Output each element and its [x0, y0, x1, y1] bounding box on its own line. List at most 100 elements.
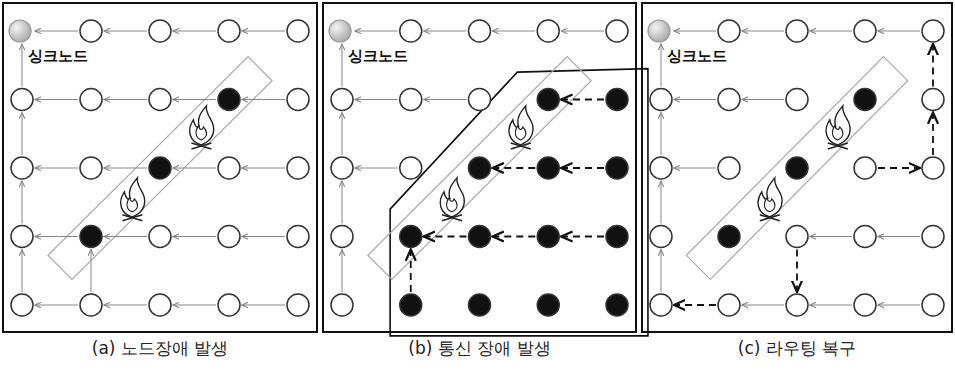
sensor-panel-drawing — [11, 20, 309, 316]
route-arrow — [424, 99, 467, 100]
sensor-node — [606, 157, 628, 179]
route-arrow — [242, 31, 285, 32]
route-arrow — [104, 236, 147, 237]
route-arrow — [342, 181, 343, 224]
route-arrow — [674, 168, 716, 169]
failure-region — [390, 69, 648, 336]
sensor-node — [287, 294, 309, 316]
route-arrow — [35, 305, 78, 306]
sensor-node — [287, 157, 309, 179]
sensor-node — [537, 294, 559, 316]
panel-caption: (a) 노드장애 발생 — [4, 337, 316, 360]
fire-icon — [190, 106, 214, 149]
sensor-node — [80, 294, 102, 316]
sensor-node — [11, 89, 33, 111]
route-arrow — [104, 31, 147, 32]
sink-label: 싱크노드 — [667, 47, 727, 66]
sensor-node — [400, 226, 422, 248]
sensor-node — [331, 226, 353, 248]
route-arrow — [22, 113, 23, 156]
route-arrow — [173, 31, 216, 32]
fire-icon — [758, 178, 782, 221]
fire-icon — [826, 106, 850, 149]
route-arrow — [22, 44, 23, 87]
sensor-node — [922, 294, 944, 316]
sensor-node — [287, 226, 309, 248]
scenario-panel: (b) 통신 장애 발생싱크노드 — [322, 2, 637, 333]
route-arrow — [242, 168, 285, 169]
recovery-route-arrow — [493, 167, 536, 169]
sensor-node — [469, 157, 491, 179]
route-arrow — [104, 305, 147, 306]
sensor-node — [218, 20, 240, 42]
sink-label: 싱크노드 — [348, 47, 408, 66]
scenario-panel: (a) 노드장애 발생싱크노드 — [2, 2, 318, 333]
sensor-node — [922, 157, 944, 179]
fire-icon — [440, 178, 464, 221]
sensor-node — [149, 226, 171, 248]
route-arrow — [424, 31, 467, 32]
route-arrow — [742, 31, 784, 32]
sensor-node — [650, 157, 672, 179]
route-arrow — [878, 31, 920, 32]
recovery-route-arrow — [410, 250, 412, 293]
sensor-node — [400, 294, 422, 316]
route-arrow — [742, 305, 784, 306]
sensor-node — [400, 20, 422, 42]
sensor-node — [786, 294, 808, 316]
scenario-panel: (c) 라우팅 복구싱크노드 — [641, 2, 953, 333]
route-arrow — [242, 305, 285, 306]
sensor-node — [537, 226, 559, 248]
sensor-node — [854, 89, 876, 111]
sensor-node — [287, 89, 309, 111]
route-arrow — [242, 99, 285, 100]
route-arrow — [35, 236, 78, 237]
route-arrow — [35, 99, 78, 100]
route-arrow — [493, 31, 536, 32]
route-arrow — [35, 31, 78, 32]
sensor-node — [469, 89, 491, 111]
sensor-node — [149, 89, 171, 111]
fire-zone-band — [48, 57, 272, 280]
sensor-node — [11, 157, 33, 179]
sensor-node — [218, 294, 240, 316]
route-arrow — [342, 250, 343, 293]
sink-node: 싱크노드 — [647, 19, 729, 68]
sensor-panel-drawing — [650, 20, 944, 316]
recovery-route-arrow — [932, 44, 934, 87]
sensor-node — [149, 20, 171, 42]
sensor-node — [650, 226, 672, 248]
panel-caption: (c) 라우팅 복구 — [643, 337, 951, 360]
route-arrow — [878, 236, 920, 237]
recovery-route-arrow — [561, 99, 604, 101]
sensor-node — [606, 20, 628, 42]
fire-zone-band — [368, 57, 591, 280]
route-arrow — [661, 44, 662, 87]
sensor-node — [537, 20, 559, 42]
sensor-node — [149, 294, 171, 316]
route-arrow — [810, 31, 852, 32]
sensor-node — [537, 89, 559, 111]
sensor-node — [469, 20, 491, 42]
route-arrow — [342, 113, 343, 156]
route-arrow — [355, 99, 398, 100]
sensor-node — [718, 20, 740, 42]
sensor-node — [854, 226, 876, 248]
sensor-node — [80, 226, 102, 248]
sensor-node — [287, 20, 309, 42]
sensor-node — [606, 226, 628, 248]
route-arrow — [22, 250, 23, 293]
sensor-node — [718, 226, 740, 248]
route-arrow — [173, 305, 216, 306]
sensor-node — [537, 157, 559, 179]
sensor-node — [218, 157, 240, 179]
route-arrow — [173, 99, 216, 100]
route-arrow — [561, 31, 604, 32]
sensor-node — [854, 294, 876, 316]
sensor-node — [718, 89, 740, 111]
sink-node-shape — [328, 19, 352, 43]
sensor-node — [650, 89, 672, 111]
sensor-node — [331, 294, 353, 316]
sensor-node — [606, 294, 628, 316]
sensor-node — [469, 294, 491, 316]
